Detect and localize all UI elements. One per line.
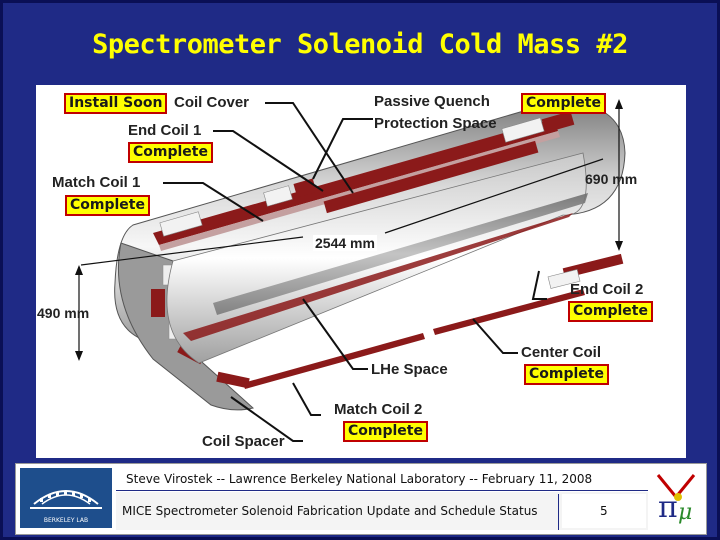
mice-logo: π μ [652, 467, 702, 529]
footer-divider-h [116, 490, 648, 491]
label-center-coil: Center Coil [521, 344, 602, 361]
leader-match-coil-2 [292, 382, 321, 416]
status-passive-quench: Complete [521, 93, 606, 114]
status-coil-cover: Install Soon [64, 93, 168, 114]
footer: BERKELEY LAB Steve Virostek -- Lawrence … [15, 463, 707, 535]
label-match-coil-1: Match Coil 1 [52, 174, 141, 191]
cold-mass-cutaway [75, 99, 626, 442]
dim-2544-line-right [384, 158, 604, 234]
dim-outer-diameter: 690 mm [585, 171, 638, 187]
dim-2544-line-left [80, 236, 304, 266]
leader-match-coil-1 [163, 182, 264, 222]
mice-pi-icon: π μ [656, 474, 696, 525]
leader-passive-quench [312, 118, 373, 180]
svg-text:μ: μ [678, 500, 692, 525]
footer-author-line: Steve Virostek -- Lawrence Berkeley Nati… [126, 472, 593, 486]
dimension-lines [75, 99, 623, 361]
label-passive-quench: Passive Quench [374, 93, 490, 110]
slide-title: Spectrometer Solenoid Cold Mass #2 [92, 29, 628, 60]
footer-subbar [116, 492, 648, 530]
berkeley-lab-logo: BERKELEY LAB [20, 468, 112, 528]
end-coil-2-region [547, 253, 624, 289]
status-end-coil-1: Complete [128, 142, 213, 163]
leader-end-coil-1 [213, 130, 324, 192]
bottom-coils [243, 289, 585, 389]
page-number-box [562, 494, 646, 528]
status-center-coil: Complete [524, 364, 609, 385]
footer-divider-v [558, 494, 559, 530]
page-number: 5 [600, 504, 608, 518]
svg-text:π: π [658, 490, 678, 525]
leader-coil-cover [265, 102, 354, 194]
label-coil-spacer: Coil Spacer [202, 433, 285, 450]
leader-center-coil [472, 318, 518, 354]
logo-text: BERKELEY LAB [44, 517, 88, 524]
label-protection-space: Protection Space [374, 115, 497, 132]
footer-presentation-title: MICE Spectrometer Solenoid Fabrication U… [122, 504, 538, 518]
leader-end-coil-2 [531, 270, 547, 300]
berkeley-lab-dome-icon: BERKELEY LAB [30, 490, 102, 524]
label-match-coil-2: Match Coil 2 [334, 401, 423, 418]
status-match-coil-2: Complete [343, 421, 428, 442]
label-end-coil-1: End Coil 1 [128, 122, 202, 139]
dim-length: 2544 mm [313, 235, 377, 251]
dim-inner-diameter: 490 mm [37, 305, 90, 321]
bore-surface [166, 152, 588, 364]
leader-lines [163, 102, 547, 442]
leader-coil-spacer [230, 396, 303, 442]
label-end-coil-2: End Coil 2 [570, 281, 644, 298]
status-end-coil-2: Complete [568, 301, 653, 322]
leader-lhe-space [302, 298, 368, 370]
label-lhe-space: LHe Space [371, 361, 448, 378]
label-coil-cover: Coil Cover [174, 94, 250, 111]
status-match-coil-1: Complete [65, 195, 150, 216]
